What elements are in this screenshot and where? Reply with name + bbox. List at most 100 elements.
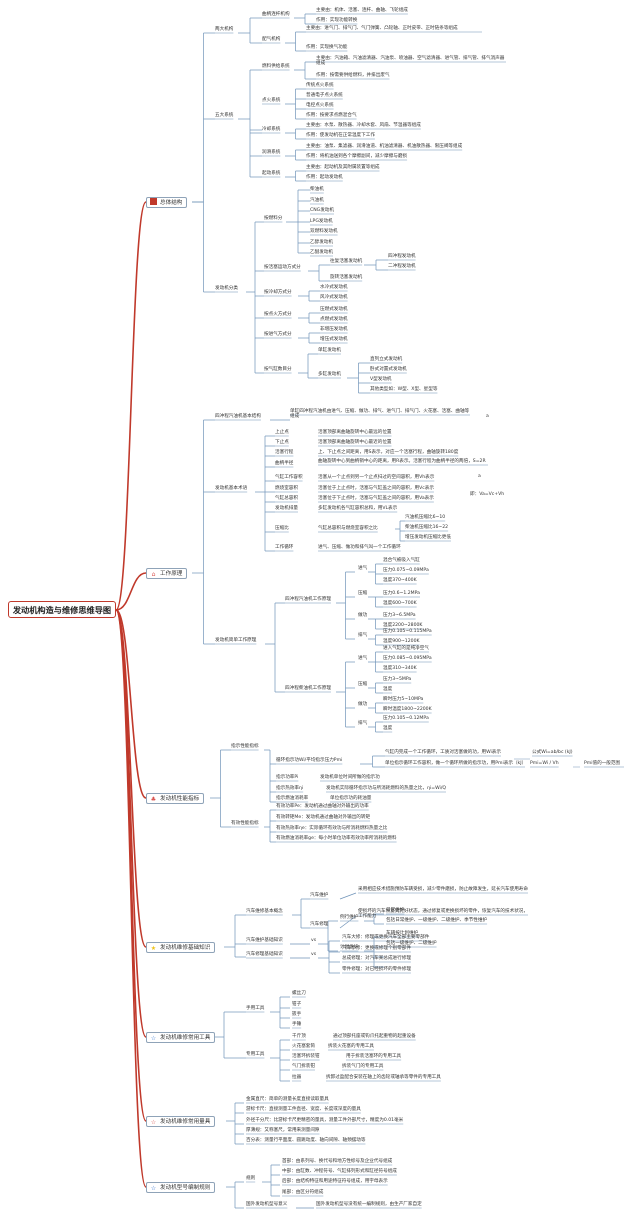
leaf[interactable]: 温度: [383, 726, 393, 731]
node-fuel-system[interactable]: 燃料供给系统: [262, 64, 290, 69]
node-two-mechanisms[interactable]: 两大机构: [215, 27, 234, 32]
fuel-type-item[interactable]: 柴油机: [310, 187, 324, 192]
tool-desc[interactable]: 拆卸过盈配合安装在轴上的齿轮或轴承等零件的专用工具: [326, 1075, 441, 1080]
term-value[interactable]: 活塞位于上止点时，活塞与气缸盖之间的容积，用Vc表示: [318, 486, 434, 491]
leaf[interactable]: 二冲程发动机: [388, 264, 416, 269]
leaf[interactable]: 非增压发动机: [320, 327, 348, 332]
node-rules[interactable]: 规则: [246, 1176, 256, 1181]
node-starting-system[interactable]: 起动系统: [262, 171, 281, 176]
node-ignition-system[interactable]: 点火系统: [262, 98, 281, 103]
branch-common-tools[interactable]: ☆发动机维修常用工具: [146, 1032, 216, 1043]
node-valve-mechanism[interactable]: 配气机构: [262, 37, 281, 42]
stroke-label[interactable]: 压缩: [358, 682, 368, 687]
vs[interactable]: vs: [311, 938, 317, 943]
leaf[interactable]: 单缸发动机: [318, 348, 341, 353]
leaf[interactable]: 包括一级维护、二级维护: [386, 941, 437, 946]
leaf[interactable]: 发动机实际循环指示功与所消耗燃料的热量之比，ηi=Wi/Q: [326, 786, 446, 791]
formula[interactable]: Pmi=Wi / Vh: [530, 761, 559, 766]
term-value[interactable]: 进气、压缩、做功和排气叫一个工作循环: [318, 545, 401, 550]
leaf[interactable]: 增压式发动机: [320, 337, 348, 342]
node-reciprocating[interactable]: 往复活塞发动机: [330, 259, 363, 264]
node-engine-classification[interactable]: 发动机分类: [215, 286, 238, 291]
leaf[interactable]: 主要由：进气门、排气门、气门弹簧、凸轮轴、正时皮带、正时链条等组成: [306, 26, 458, 31]
fuel-type-item[interactable]: 乙醚发动机: [310, 250, 333, 255]
vs[interactable]: vs: [311, 952, 317, 957]
leaf[interactable]: 柴油机压缩比16~22: [405, 525, 449, 530]
note[interactable]: a: [478, 474, 481, 479]
leaf[interactable]: 温度310~340K: [383, 666, 417, 671]
node-special-tools[interactable]: 专用工具: [246, 1052, 265, 1057]
term-value[interactable]: 活塞顶部离曲轴旋转中心最近的位置: [318, 440, 392, 445]
node-foreign-models[interactable]: 国外发动机型号意义: [246, 1202, 288, 1207]
root-topic[interactable]: 发动机构造与维修思维导图: [8, 601, 116, 618]
leaf[interactable]: 首部：由系列号、换代号和地方性标号及企业代号组成: [282, 1159, 393, 1164]
leaf[interactable]: 汽油机压缩比6~10: [405, 515, 446, 520]
leaf[interactable]: 风冷式发动机: [320, 295, 348, 300]
leaf[interactable]: 主要由：油泵、集滤器、润滑油道、机油滤清器、机油散热器、限压阀等组成: [306, 144, 463, 149]
leaf[interactable]: 作用：实现换气功能: [306, 45, 348, 50]
leaf[interactable]: 单缸四冲程汽油机由进气、压缩、做功、排气、进气门、排气门、火花塞、活塞、曲轴等组…: [290, 409, 470, 420]
leaf[interactable]: 温度2200~2800K: [383, 623, 423, 628]
leaf[interactable]: 混合气被吸入气缸: [383, 558, 420, 563]
leaf[interactable]: 总成修理：对汽车某总成进行修理: [342, 956, 411, 961]
leaf[interactable]: 主要由：汽油箱、汽油滤清器、汽油泵、喷油器、空气滤清器、进气管、排气管、排气消声…: [316, 56, 505, 67]
leaf[interactable]: 日常维护: [386, 908, 405, 913]
leaf[interactable]: 中部：由缸数、冲程符号、气缸排列形式和缸径符号组成: [282, 1169, 397, 1174]
gauge-item[interactable]: 金属直尺：简单的测量长度直接读取量具: [246, 1097, 329, 1102]
leaf[interactable]: 水冷式发动机: [320, 285, 348, 290]
note[interactable]: 即：Va=Vc+Vh: [470, 492, 505, 497]
leaf[interactable]: 尾部：由区分符组成: [282, 1190, 324, 1195]
tool-name[interactable]: 千斤顶: [292, 1034, 306, 1039]
leaf[interactable]: 直列立式发动机: [370, 357, 403, 362]
leaf[interactable]: 气缸内完成一个工作循环，工质对活塞做的功，用Wi表示: [385, 750, 501, 755]
leaf[interactable]: 扳手: [292, 1012, 302, 1017]
node-vehicle-repair[interactable]: 汽车修理: [310, 922, 329, 927]
gauge-item[interactable]: 游标卡尺：直接测量工件直径、宽度、长度或深度的量具: [246, 1107, 361, 1112]
term-value[interactable]: 曲轴旋转中心到曲柄销中心的距离，用R表示。活塞行程为曲柄半径的两倍，S=2R: [318, 459, 486, 464]
leaf[interactable]: 瞬时压力5~10MPa: [383, 697, 424, 702]
leaf[interactable]: 压燃式发动机: [320, 307, 348, 312]
leaf[interactable]: 有效热效率ηe：实际循环有效功与所消耗燃料热量之比: [276, 826, 388, 831]
node-indicated-efficiency[interactable]: 指示热效率ηi: [276, 786, 304, 791]
term-key[interactable]: 活塞行程: [275, 450, 294, 455]
fuel-type-item[interactable]: LPG发动机: [310, 219, 333, 224]
stroke-label[interactable]: 进气: [358, 566, 368, 571]
leaf[interactable]: 温度: [383, 687, 393, 692]
leaf[interactable]: 传统点火系统: [306, 83, 334, 88]
branch-common-gauges[interactable]: ☆发动机维修常用量具: [146, 1116, 216, 1127]
node-five-systems[interactable]: 五大系统: [215, 113, 234, 118]
leaf[interactable]: 压力0.6~1.2MPa: [383, 591, 420, 596]
leaf[interactable]: 单位指示功的耗油量: [330, 796, 372, 801]
term-value[interactable]: 活塞位于下止点时，活塞与气缸盖之间的容积，用Va表示: [318, 496, 434, 501]
leaf[interactable]: 温度370~400K: [383, 578, 417, 583]
node-maintenance-basics[interactable]: 汽车维护基础知识: [246, 938, 283, 943]
leaf[interactable]: 压力0.105~0.115MPa: [383, 629, 432, 634]
node-by-piston-motion[interactable]: 按活塞运动方式分: [264, 265, 301, 270]
leaf[interactable]: 旋转活塞发动机: [330, 275, 363, 280]
leaf[interactable]: 发动机单位时间所做的指示功: [320, 775, 380, 780]
term-key[interactable]: 下止点: [275, 440, 289, 445]
leaf[interactable]: 普通电子点火系统: [306, 93, 343, 98]
branch-model-naming[interactable]: ☆发动机型号编制规则: [146, 1182, 216, 1193]
leaf[interactable]: 手锤: [292, 1022, 302, 1027]
node-gasoline-4stroke[interactable]: 四冲程汽油机工作原理: [285, 597, 331, 602]
leaf[interactable]: 其他类型如：W型、X型、星型等: [370, 387, 438, 392]
term-key[interactable]: 工作循环: [275, 545, 294, 550]
term-key[interactable]: 压缩比: [275, 526, 289, 531]
leaf[interactable]: 汽车小修：更换或修理个别零部件: [342, 946, 411, 951]
leaf[interactable]: 压力0.105~0.12MPa: [383, 716, 429, 721]
leaf[interactable]: 卧式对置式发动机: [370, 367, 407, 372]
leaf[interactable]: 作用：使发动机在正常温度下工作: [306, 133, 375, 138]
term-key[interactable]: 气缸总容积: [275, 496, 298, 501]
leaf[interactable]: 压力3~6.5MPa: [383, 613, 416, 618]
leaf[interactable]: 车辆按计划维护: [386, 931, 419, 936]
leaf[interactable]: 汽车大修：修理或更换汽车全部主要零部件: [342, 935, 430, 940]
leaf[interactable]: V型发动机: [370, 377, 392, 382]
leaf[interactable]: 主要由：机体、活塞、连杆、曲轴、飞轮组成: [316, 8, 408, 13]
node-simple-principle[interactable]: 发动机简单工作原理: [215, 638, 257, 643]
term-value[interactable]: 多缸发动机各气缸容积总和，用VL表示: [318, 506, 398, 511]
leaf[interactable]: 进入气缸的是纯净空气: [383, 646, 429, 651]
gauge-item[interactable]: 外径千分尺：比游标卡尺更精密的量具，测量工件外部尺寸，精度为0.01毫米: [246, 1118, 404, 1123]
tool-desc[interactable]: 通过顶部托座或钩爪托起重物的起重设备: [333, 1034, 416, 1039]
leaf[interactable]: 后部：由结构特征和用途特征符号组成，用字母表示: [282, 1179, 388, 1184]
